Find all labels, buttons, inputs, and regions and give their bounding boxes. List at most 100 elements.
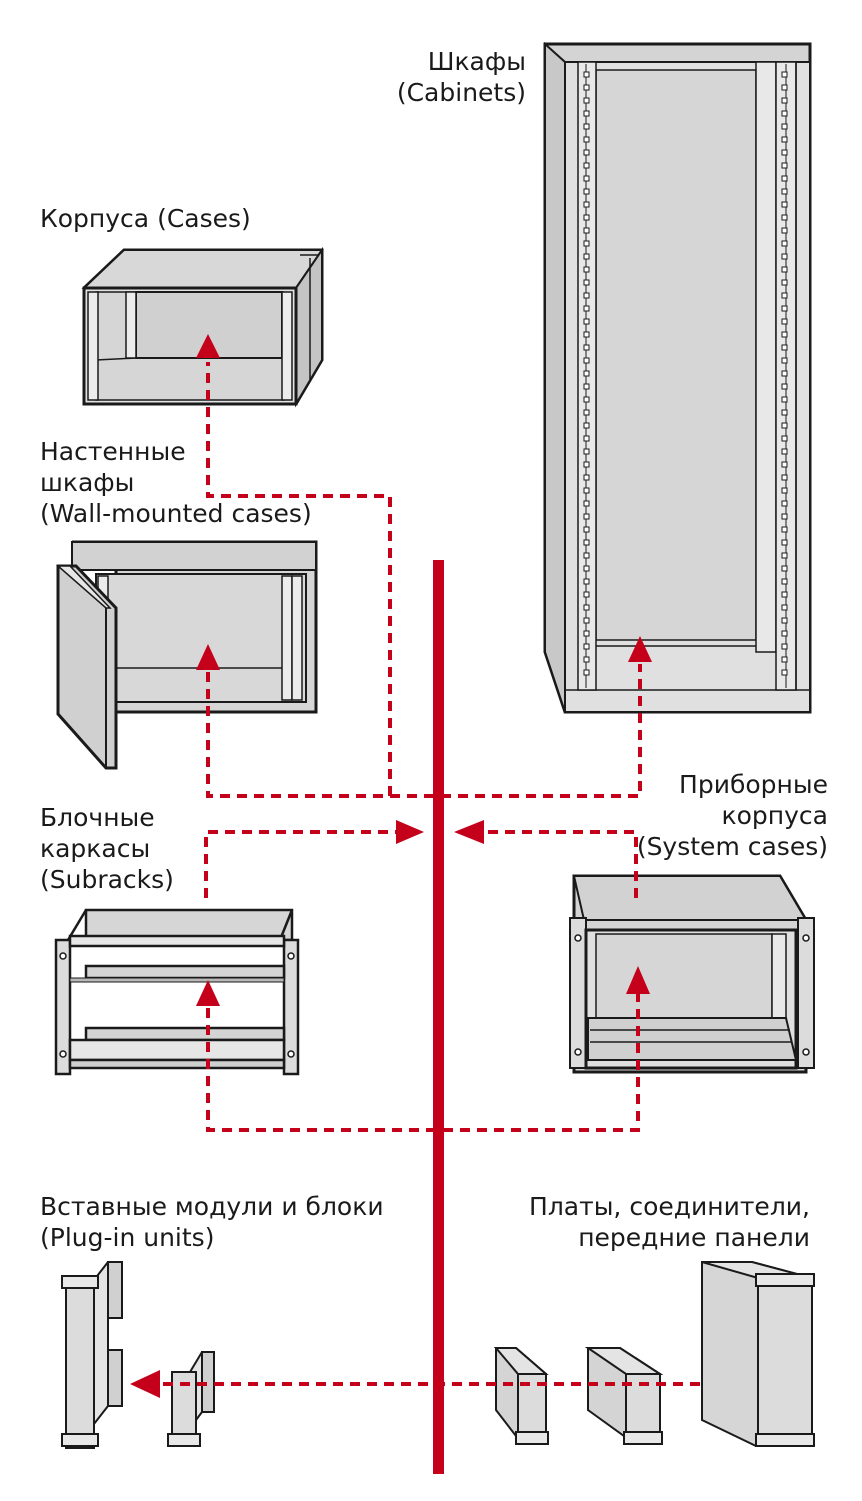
rail-hole xyxy=(781,474,788,481)
case-illustration xyxy=(81,246,324,408)
label-cabinets-line1: Шкафы xyxy=(427,47,526,76)
rail-hole xyxy=(583,448,590,455)
rail-hole xyxy=(583,526,590,533)
rail-hole xyxy=(781,604,788,611)
label-subracks-line1: Блочные xyxy=(40,803,155,832)
label-system-line3: (System cases) xyxy=(636,832,828,861)
rail-hole xyxy=(781,617,788,624)
rail-hole xyxy=(583,461,590,468)
label-cases-line1: Корпуса (Cases) xyxy=(40,204,251,233)
rail-hole xyxy=(781,253,788,260)
path-to-wall-and-cabinet xyxy=(206,664,642,798)
rail-hole xyxy=(781,188,788,195)
label-wall-line3: (Wall-mounted cases) xyxy=(40,499,312,528)
rail-hole xyxy=(781,487,788,494)
rail-hole xyxy=(781,565,788,572)
rail-hole xyxy=(583,214,590,221)
arrowheads xyxy=(130,334,652,1398)
path-lower-loop xyxy=(206,994,640,1132)
label-subracks: Блочные каркасы (Subracks) xyxy=(40,802,174,895)
label-plugin-units: Вставные модули и блоки (Plug-in units) xyxy=(40,1191,384,1253)
rail-hole xyxy=(781,526,788,533)
rail-hole xyxy=(583,383,590,390)
label-wall-mounted: Настенные шкафы (Wall-mounted cases) xyxy=(40,436,312,529)
rail-hole xyxy=(583,435,590,442)
rail-hole xyxy=(583,565,590,572)
rail-hole xyxy=(781,84,788,91)
rail-hole xyxy=(583,617,590,624)
arrow-up-system xyxy=(626,966,650,994)
rail-hole xyxy=(781,162,788,169)
rail-hole xyxy=(781,513,788,520)
rail-hole xyxy=(583,669,590,676)
rail-hole xyxy=(781,422,788,429)
rail-hole xyxy=(781,97,788,104)
rail-hole xyxy=(583,305,590,312)
rail-hole xyxy=(781,552,788,559)
rail-hole xyxy=(583,409,590,416)
rail-hole xyxy=(583,643,590,650)
rail-hole xyxy=(781,227,788,234)
rail-hole xyxy=(583,292,590,299)
arrow-left-to-bar xyxy=(454,820,484,844)
arrow-up-subrack xyxy=(196,980,220,1006)
rail-hole xyxy=(583,175,590,182)
rail-hole xyxy=(583,591,590,598)
rail-hole xyxy=(583,266,590,273)
rail-hole xyxy=(781,136,788,143)
rail-hole xyxy=(781,409,788,416)
arrow-up-cabinet xyxy=(628,636,652,662)
arrow-right-to-bar xyxy=(396,820,424,844)
rail-hole xyxy=(583,149,590,156)
rail-hole xyxy=(583,357,590,364)
rail-hole xyxy=(583,578,590,585)
subrack-illustration xyxy=(54,908,300,1076)
rail-hole xyxy=(583,188,590,195)
label-cabinets-line2: (Cabinets) xyxy=(396,78,526,107)
rail-hole xyxy=(583,396,590,403)
rail-hole xyxy=(781,175,788,182)
rail-hole xyxy=(583,279,590,286)
rail-hole xyxy=(583,253,590,260)
label-plugin-line2: (Plug-in units) xyxy=(40,1223,215,1252)
rail-hole xyxy=(781,578,788,585)
label-cabinets: Шкафы (Cabinets) xyxy=(397,46,526,108)
rail-hole xyxy=(781,331,788,338)
rail-hole xyxy=(781,370,788,377)
label-boards-line1: Платы, соединители, xyxy=(529,1192,810,1221)
plugin-units-illustration xyxy=(61,1261,215,1449)
rail-hole xyxy=(781,279,788,286)
cabinet-illustration xyxy=(543,41,812,714)
rail-hole xyxy=(583,318,590,325)
rail-hole xyxy=(781,240,788,247)
rail-hole xyxy=(781,500,788,507)
rail-hole xyxy=(781,643,788,650)
path-to-cases xyxy=(206,362,392,796)
rail-hole xyxy=(583,201,590,208)
rail-hole xyxy=(583,71,590,78)
label-subracks-line2: каркасы xyxy=(40,834,151,863)
label-boards-line2: передние панели xyxy=(578,1223,810,1252)
label-wall-line1: Настенные xyxy=(40,437,186,466)
rail-hole xyxy=(781,201,788,208)
rail-hole xyxy=(781,630,788,637)
rail-hole xyxy=(781,71,788,78)
rail-hole xyxy=(781,214,788,221)
rail-hole xyxy=(583,552,590,559)
label-system-cases: Приборные корпуса (System cases) xyxy=(637,769,828,862)
rail-hole xyxy=(583,500,590,507)
flow-paths xyxy=(160,362,700,1386)
rail-hole xyxy=(781,110,788,117)
rail-hole xyxy=(781,266,788,273)
rail-hole xyxy=(583,513,590,520)
rail-hole xyxy=(781,123,788,130)
label-subracks-line3: (Subracks) xyxy=(40,865,174,894)
rail-hole xyxy=(583,136,590,143)
rail-hole xyxy=(583,344,590,351)
rail-hole xyxy=(583,630,590,637)
rail-hole xyxy=(583,604,590,611)
rail-hole xyxy=(583,422,590,429)
arrow-up-wall xyxy=(196,644,220,670)
rail-hole xyxy=(781,396,788,403)
